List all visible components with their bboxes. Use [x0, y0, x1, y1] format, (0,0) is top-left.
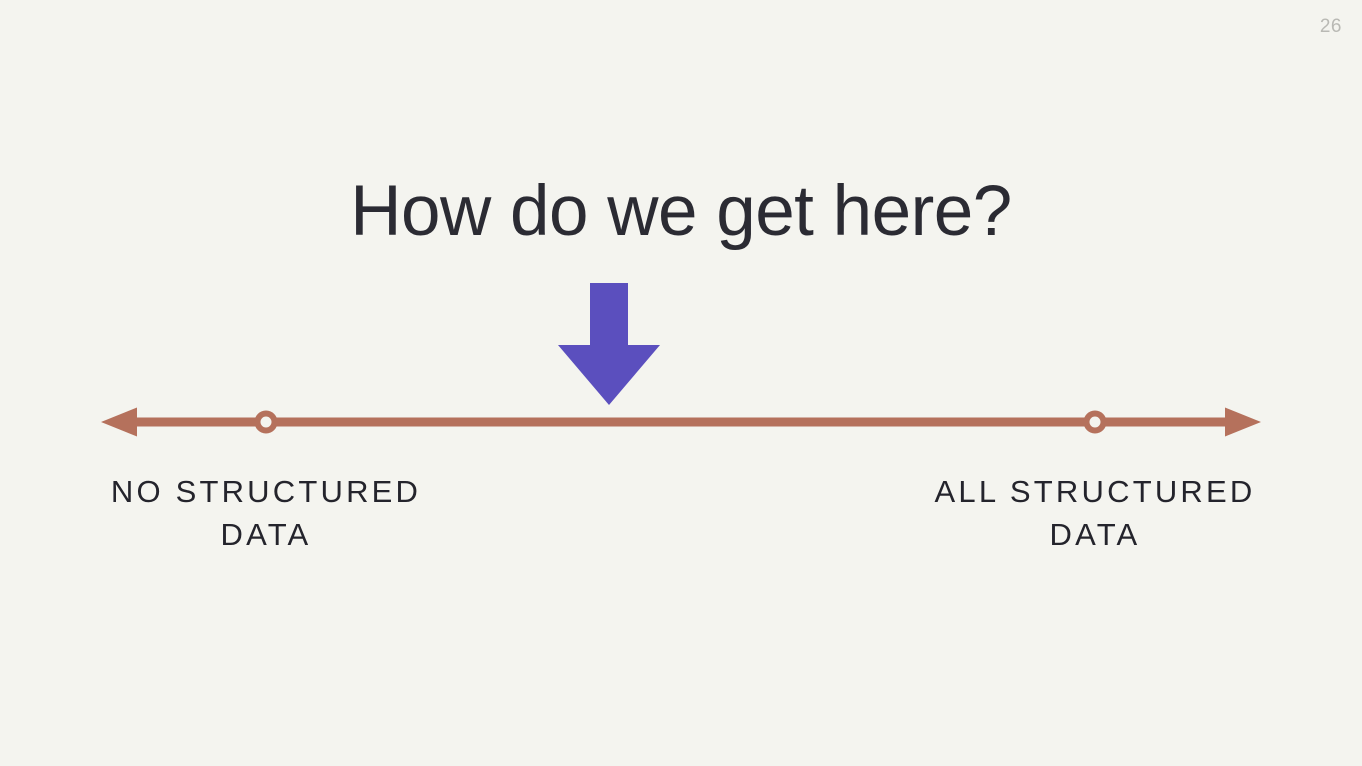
axis-right-arrowhead-icon: [1225, 407, 1261, 437]
axis-left-arrowhead-icon: [101, 407, 137, 437]
marker-no-structured-data[interactable]: [254, 410, 278, 434]
page-title: How do we get here?: [350, 172, 1012, 251]
axis-label-right: ALL STRUCTURED DATA: [934, 474, 1256, 552]
page-number: 26: [1319, 16, 1342, 37]
axis-label-left: NO STRUCTURED DATA: [110, 474, 422, 552]
down-arrow-indicator-icon: [558, 283, 660, 405]
marker-all-structured-data[interactable]: [1083, 410, 1107, 434]
